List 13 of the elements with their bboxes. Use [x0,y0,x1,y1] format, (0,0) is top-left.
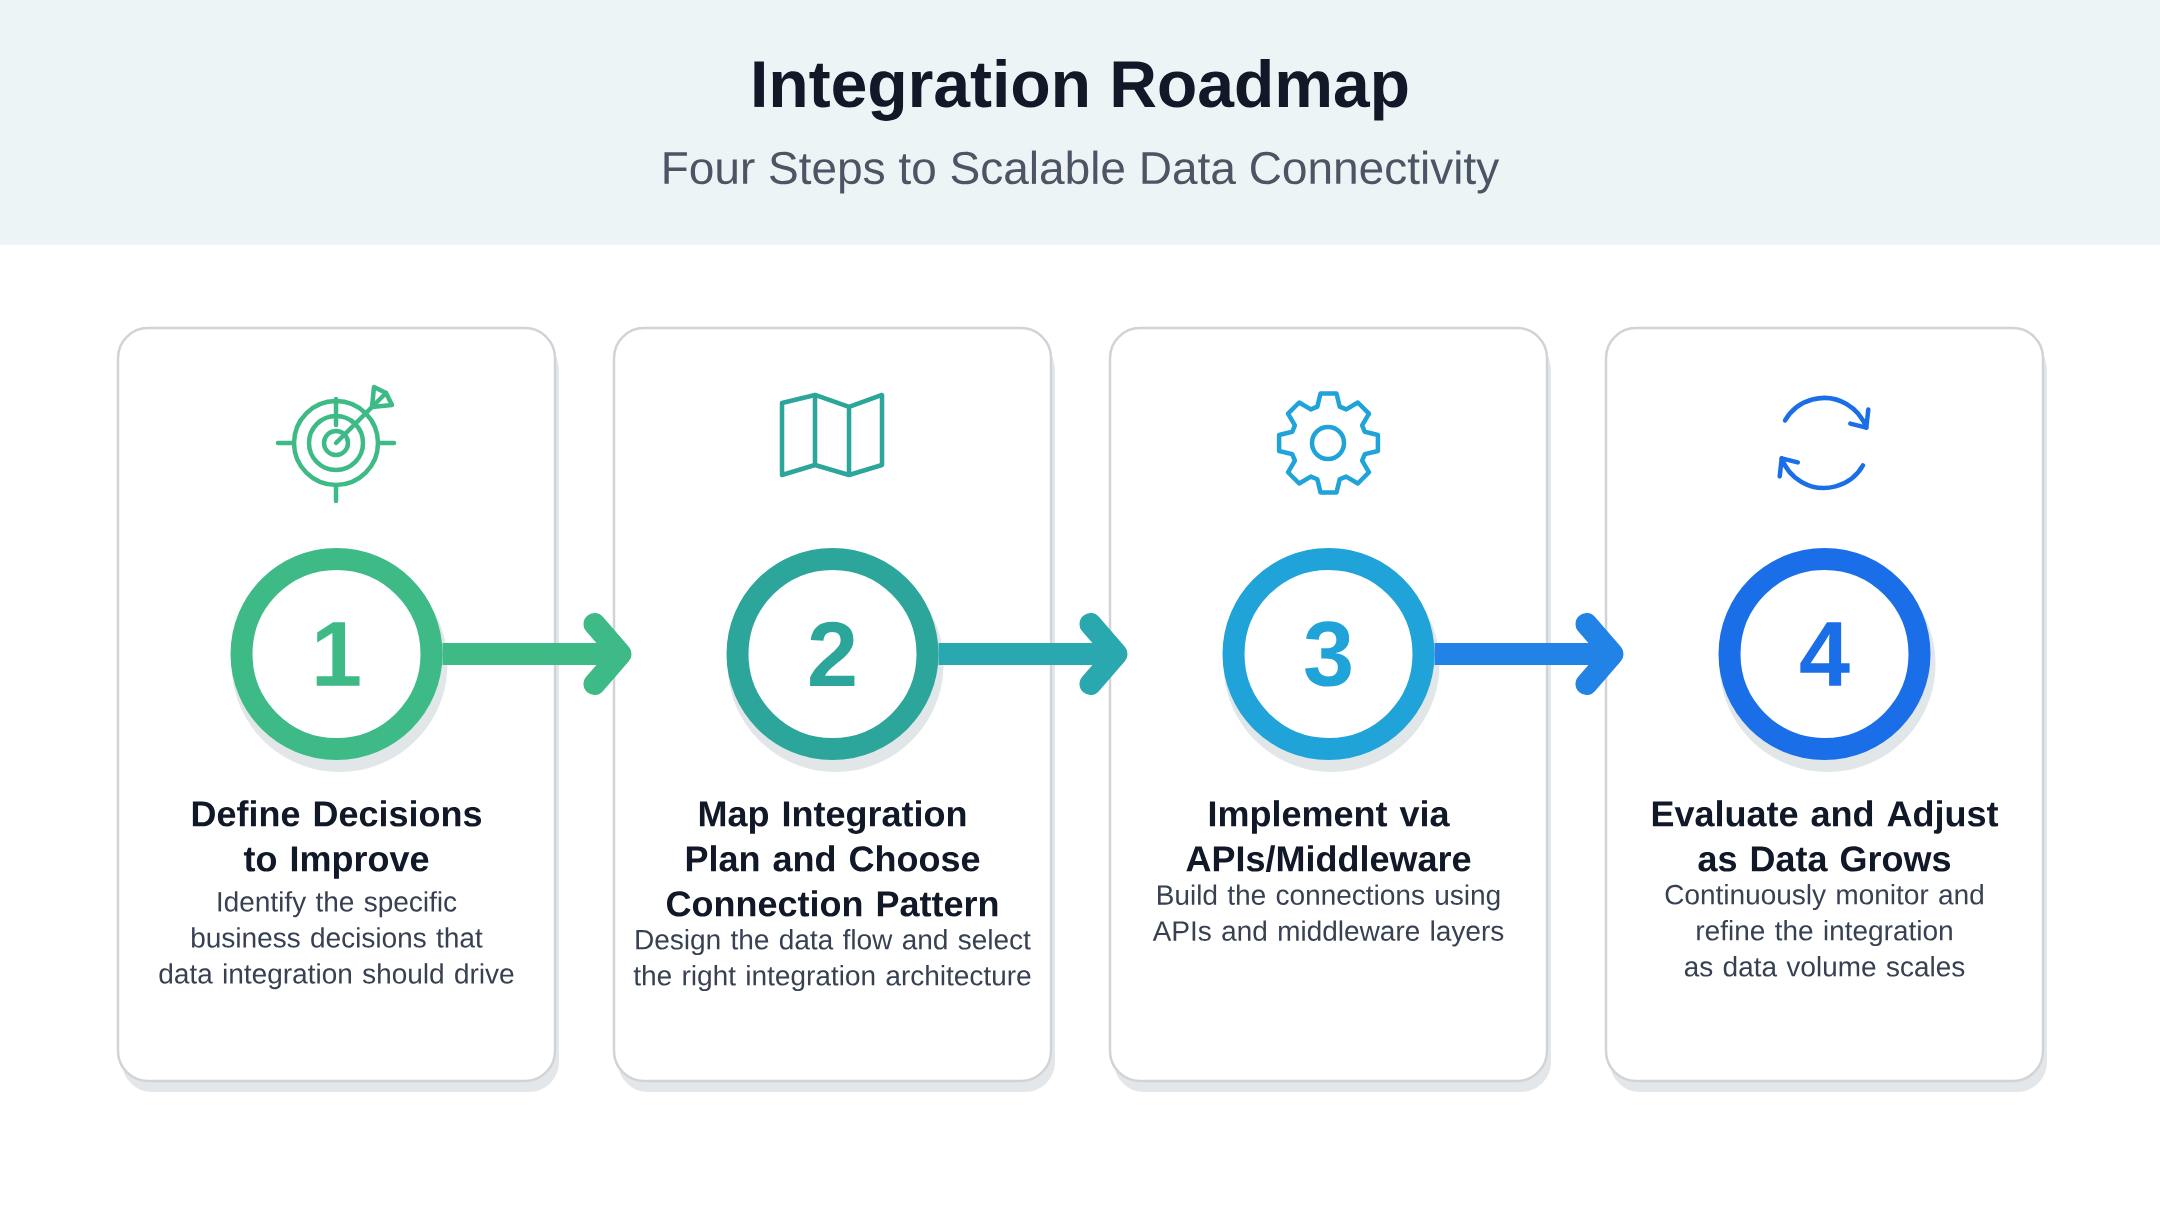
subtitle: Four Steps to Scalable Data Connectivity [664,150,1500,194]
arrow [938,613,1128,695]
step-description: Design the data flow and select the right integration architecture [633,929,1031,992]
step-title: Evaluate and Adjust as Data Grows [1652,800,1999,872]
step-description: Identify the specific business decisions that data integration should drive [159,891,514,990]
step-title: Map Integration Plan and Choose Connection Pattern [667,800,998,917]
step-description: Build the connections using APIs and middleware layers [1152,884,1504,947]
step-description: Continuously monitor and refine the integration as data volume scales [1665,884,1983,977]
arrow [442,613,632,695]
step-title: Implement via APIs/Middleware [1186,800,1471,872]
title: Integration Roadmap [754,59,1408,121]
step-title: Define Decisions to Improve [192,800,482,879]
arrow [1434,613,1624,695]
